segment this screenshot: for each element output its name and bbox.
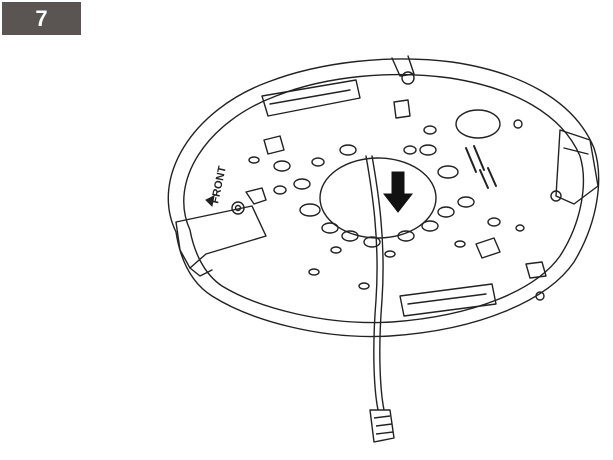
screw-holes bbox=[248, 125, 525, 290]
plate-outer-rim bbox=[167, 58, 600, 338]
plate-inner-rim bbox=[183, 73, 585, 324]
network-cable bbox=[365, 155, 385, 411]
front-latch bbox=[175, 205, 267, 269]
bottom-clip-slot bbox=[399, 283, 497, 317]
top-notch bbox=[391, 55, 415, 77]
step-number: 7 bbox=[35, 5, 48, 31]
insert-arrow bbox=[382, 171, 414, 213]
front-indicator-triangle bbox=[205, 195, 215, 208]
engraved-marking-lines bbox=[465, 145, 497, 189]
round-boss bbox=[455, 109, 501, 139]
right-latch bbox=[555, 129, 599, 205]
rj45-connector bbox=[369, 409, 395, 443]
step-number-badge: 7 bbox=[2, 2, 81, 35]
top-clip-slot bbox=[261, 79, 361, 117]
